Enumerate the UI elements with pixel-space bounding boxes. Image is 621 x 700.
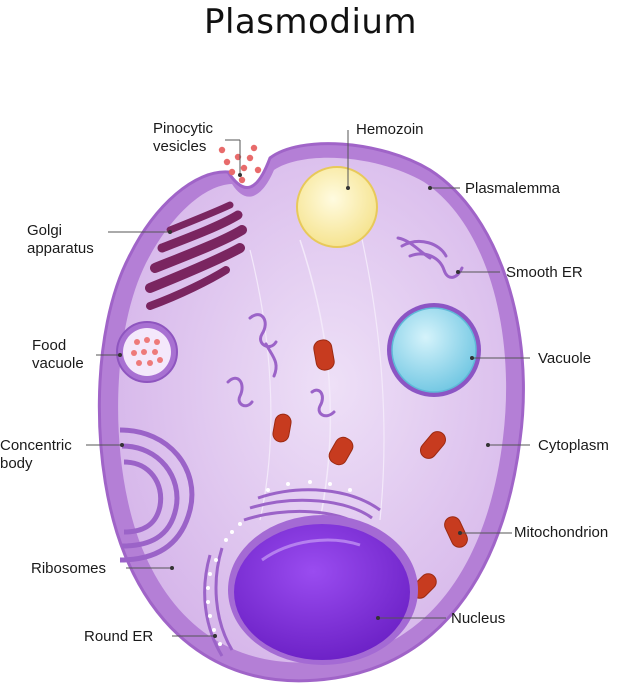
label-cytoplasm: Cytoplasm — [538, 437, 609, 454]
hemozoin — [296, 166, 378, 248]
label-plasmalemma: Plasmalemma — [465, 180, 561, 197]
label-pinocytic-line2: vesicles — [153, 138, 207, 155]
label-round-er: Round ER — [84, 628, 154, 645]
label-food-vacuole: Food vacuole — [32, 337, 84, 373]
nucleus — [228, 515, 418, 665]
mitochondria — [272, 339, 468, 599]
label-concentric-body: Concentric body — [0, 437, 72, 473]
label-concentric-line2: body — [0, 455, 33, 472]
cytoskeleton-line — [359, 229, 385, 521]
label-concentric-line1: Concentric — [0, 437, 72, 454]
label-hemozoin: Hemozoin — [356, 121, 424, 138]
cytoskeleton-line — [249, 249, 272, 521]
label-food-line2: vacuole — [32, 355, 84, 372]
leader-dots — [118, 173, 490, 638]
smooth-er — [226, 236, 464, 418]
label-golgi-line2: apparatus — [27, 240, 94, 257]
food-vacuole — [116, 321, 178, 383]
vacuole — [387, 303, 481, 397]
cytoskeleton-line — [299, 239, 332, 521]
label-pinocytic-vesicles: Pinocytic vesicles — [153, 120, 213, 156]
label-nucleus: Nucleus — [451, 610, 506, 627]
cytoplasm — [118, 157, 507, 663]
ribosomes — [206, 480, 352, 646]
label-vacuole: Vacuole — [538, 350, 592, 367]
leader-lines — [86, 130, 530, 637]
diagram-title: Plasmodium — [203, 2, 418, 42]
label-food-line1: Food — [32, 337, 67, 354]
label-smooth-er: Smooth ER — [506, 264, 583, 281]
label-ribosomes: Ribosomes — [31, 560, 107, 577]
label-golgi-line1: Golgi — [27, 222, 63, 239]
golgi-apparatus — [145, 201, 247, 310]
concentric-body — [119, 427, 195, 563]
label-pinocytic-line1: Pinocytic — [153, 120, 214, 137]
label-mitochondrion: Mitochondrion — [514, 524, 609, 541]
label-golgi-apparatus: Golgi apparatus — [27, 222, 94, 258]
